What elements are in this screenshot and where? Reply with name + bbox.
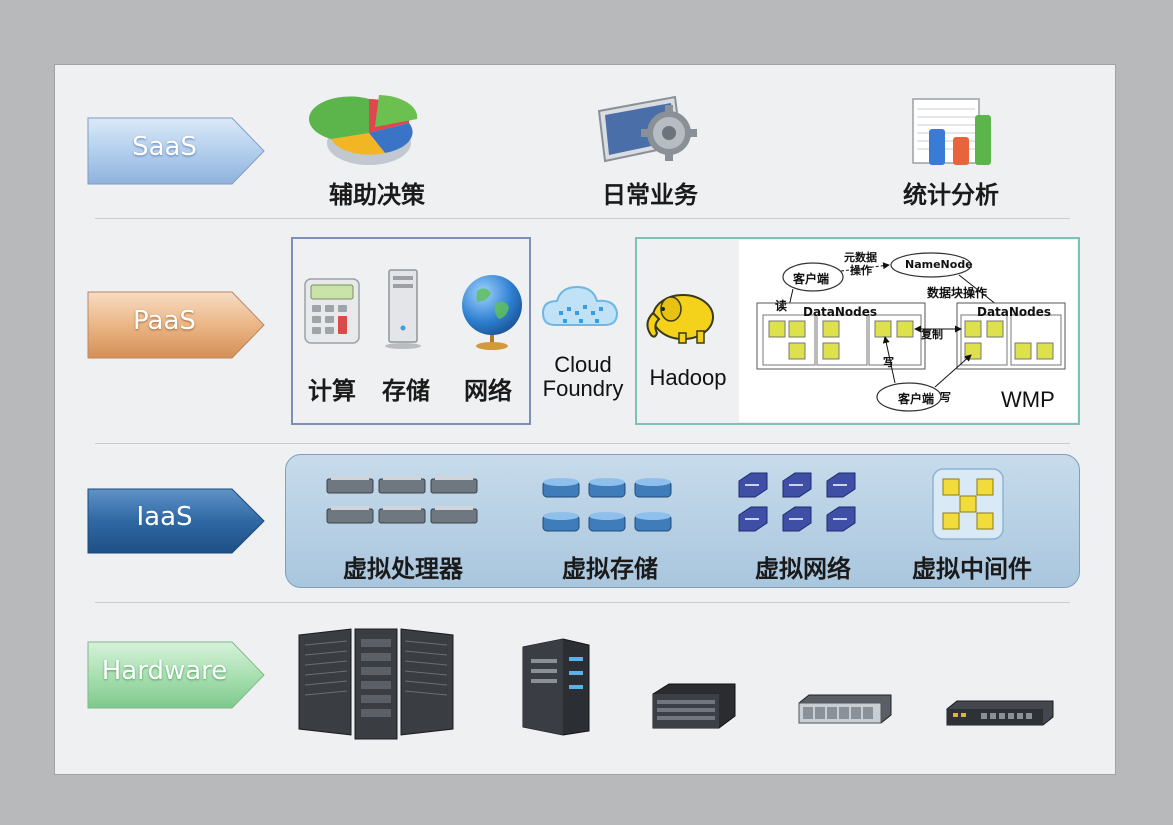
divider-saas-paas	[95, 218, 1070, 219]
tower-server-icon	[522, 638, 590, 736]
wmp-label: WMP	[1001, 387, 1055, 412]
database-disk-icon	[542, 478, 672, 532]
paas-layer-label: PaaS	[133, 306, 196, 336]
iaas-item-virtual-processor: 虚拟处理器	[343, 555, 463, 583]
iaas-item-virtual-storage: 虚拟存储	[562, 555, 658, 583]
hdfs-metadata-ops: 元数据 操作	[844, 251, 877, 277]
divider-iaas-hardware	[95, 602, 1070, 603]
tower-pc-icon	[385, 269, 421, 349]
architecture-diagram: SaaS PaaS IaaS Hardware	[54, 64, 1116, 775]
server-rack-icon	[326, 476, 478, 524]
network-switch-device-icon	[946, 700, 1054, 726]
iaas-layer-arrow	[87, 488, 265, 554]
iaas-layer-label: IaaS	[136, 502, 193, 532]
hardware-layer-label: Hardware	[101, 656, 228, 686]
paas-network-label: 网络	[464, 377, 512, 405]
hdfs-architecture-drawing	[756, 252, 1066, 412]
server-cabinet-icon	[298, 628, 454, 740]
hdfs-metadata-line2: 操作	[850, 264, 872, 277]
bar-chart-icon	[912, 98, 991, 165]
hdfs-client-top: 客户端	[793, 272, 830, 286]
saas-layer-label: SaaS	[132, 132, 197, 162]
cloud-icon	[541, 285, 619, 326]
hadoop-elephant-icon	[646, 294, 714, 344]
iaas-item-virtual-network: 虚拟网络	[755, 555, 851, 583]
saas-item-daily-business: 日常业务	[602, 181, 698, 209]
gear-monitor-icon	[597, 95, 697, 163]
paas-storage-label: 存储	[382, 377, 430, 405]
hdfs-client-bottom: 客户端	[898, 392, 935, 406]
hdfs-read-label: 读	[775, 299, 788, 313]
cloud-foundry-label: Cloud Foundry	[535, 353, 631, 401]
saas-item-statistical-analysis: 统计分析	[903, 181, 999, 209]
paas-compute-label: 计算	[308, 377, 356, 405]
hdfs-datanodes-left: DataNodes	[803, 305, 878, 319]
hdfs-write-left: 写	[883, 356, 894, 369]
iaas-item-virtual-middleware: 虚拟中间件	[912, 555, 1032, 583]
hdfs-datanodes-right: DataNodes	[977, 305, 1052, 319]
saas-layer-arrow	[87, 117, 265, 185]
hdfs-replicate-label: 复制	[921, 328, 943, 341]
divider-paas-iaas	[95, 443, 1070, 444]
hdfs-block-ops: 数据块操作	[927, 286, 988, 300]
pie-chart-icon	[308, 95, 418, 165]
storage-array-icon	[798, 694, 892, 724]
cloud-foundry-line1: Cloud	[554, 352, 612, 377]
hdfs-write-right: 写	[940, 391, 951, 404]
cloud-foundry-line2: Foundry	[542, 376, 624, 401]
hdfs-namenode: NameNode	[905, 258, 973, 271]
middleware-grid-icon	[932, 468, 1004, 540]
network-switch-icon	[738, 472, 856, 532]
hdfs-metadata-line1: 元数据	[844, 251, 877, 264]
hadoop-label: Hadoop	[649, 365, 727, 390]
paas-layer-arrow	[87, 291, 265, 359]
hardware-layer-arrow	[87, 641, 265, 709]
calculator-icon	[304, 278, 360, 344]
rack-server-icon	[652, 683, 736, 729]
saas-item-decision-support: 辅助决策	[329, 181, 425, 209]
globe-icon	[462, 275, 522, 350]
